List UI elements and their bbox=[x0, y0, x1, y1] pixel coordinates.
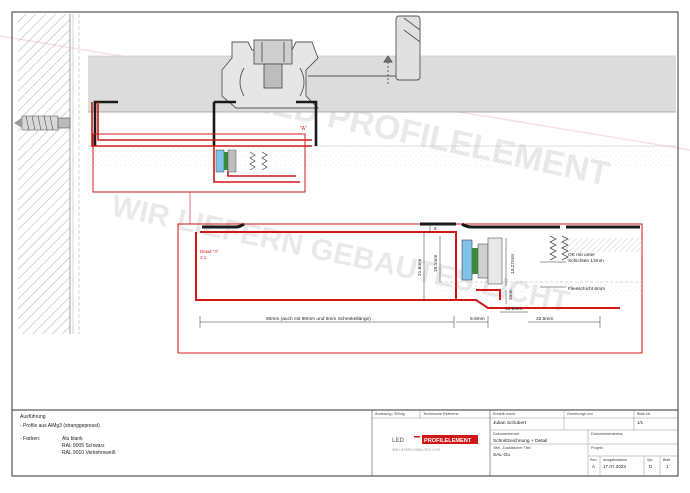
tb-title: SAL-Ou bbox=[493, 452, 510, 458]
tb-h-issue-date: Ausgabedatum bbox=[603, 458, 627, 462]
logo-brand-left: LED bbox=[392, 438, 405, 444]
logo-brand-right: PROFILELEMENT bbox=[424, 438, 472, 444]
tb-h-sheet-no: Blatt-Nr. bbox=[637, 412, 651, 416]
profile-section-detail bbox=[202, 222, 640, 229]
detail-box-a bbox=[92, 133, 306, 193]
dim-step: 3mm bbox=[508, 289, 514, 300]
dim-total-height: 21.6mm bbox=[417, 259, 423, 276]
tb-h-created-by: Erstellt durch bbox=[493, 412, 515, 416]
note-screed: Fliesschicht 6mm bbox=[568, 286, 605, 292]
tb-sheet-no: 1/1 bbox=[637, 420, 644, 425]
clamp-bracket bbox=[221, 39, 320, 109]
tb-created-by: Julian Schubert bbox=[493, 420, 527, 426]
tb-sheet: 1 bbox=[666, 464, 669, 469]
profile-red-top bbox=[91, 102, 312, 183]
wall-hatch bbox=[18, 14, 70, 334]
tb-issue-date: 17.07.2023 bbox=[603, 464, 626, 469]
company-logo: LED PROFILELEMENT WIR LIEFERN GEBAUTES L… bbox=[392, 435, 478, 452]
top-plate bbox=[88, 56, 676, 112]
led-module-top bbox=[215, 149, 268, 173]
led-module-detail bbox=[461, 235, 569, 285]
colors-label: - Farben: bbox=[20, 436, 40, 442]
execution-heading: Ausführung bbox=[20, 414, 46, 420]
profile-section-top bbox=[93, 100, 318, 146]
dimension-lines bbox=[199, 224, 601, 328]
color-2: RAL 9005 Schwarz bbox=[62, 443, 105, 449]
dim-offset: 12.5mm bbox=[505, 306, 522, 312]
color-1: Alu blank bbox=[62, 436, 83, 442]
detail-marker: Detail "A" bbox=[200, 249, 219, 254]
tb-h-title: Titel, Zusätzlicher Titel bbox=[493, 446, 531, 450]
dim-inner-height: 15.1mm bbox=[433, 255, 439, 272]
detail-scale: 2:1 bbox=[200, 255, 207, 260]
tb-h-tech-ref: Technische Referenz bbox=[423, 412, 459, 416]
tb-rev: A bbox=[592, 464, 595, 469]
hinge-arm bbox=[308, 15, 421, 84]
tb-h-project: Projekt bbox=[591, 446, 604, 450]
note-layer-2: Schichten 13mm bbox=[568, 258, 604, 264]
logo-slogan: WIR LIEFERN GEBAUTES LICHT bbox=[392, 448, 441, 452]
dim-right-width: 32.5mm bbox=[536, 316, 553, 322]
sheet-frame bbox=[11, 11, 679, 477]
tb-h-doc-status: Dokumentenstatus bbox=[591, 432, 623, 436]
tb-lang: D bbox=[649, 464, 653, 469]
profile-red-detail bbox=[195, 231, 620, 309]
tb-h-rev: Rev. bbox=[590, 458, 597, 462]
tb-h-sheet: Blatt bbox=[663, 458, 670, 462]
tb-h-lang: Spr. bbox=[647, 458, 653, 462]
tb-doc-type: Schnittzeichnung + Detail bbox=[493, 438, 547, 444]
tb-h-change-date: Änderung / Erfolg bbox=[375, 412, 405, 416]
dim-gap-top: 5 bbox=[434, 226, 437, 232]
tb-h-doc-type: Dokumentenart bbox=[493, 432, 520, 436]
color-3: RAL 9010 Verkehrsweiß bbox=[62, 450, 116, 456]
note-layer-1: OK mit unter bbox=[568, 252, 595, 258]
wall-anchor bbox=[14, 115, 71, 131]
dim-led-height: 13.27mm bbox=[510, 254, 516, 274]
dim-profile-width: 60mm (auch mit 90mm und 6mm Schenkelläng… bbox=[266, 316, 371, 322]
dim-led-width: 9.9mm bbox=[470, 316, 485, 322]
detail-callout: "A" bbox=[300, 126, 307, 132]
tb-h-approved-by: Genehmigt von bbox=[567, 412, 593, 416]
screed-layer bbox=[88, 146, 676, 170]
execution-line: - Profile aus AlMg3 (stranggepresst) bbox=[20, 423, 100, 429]
